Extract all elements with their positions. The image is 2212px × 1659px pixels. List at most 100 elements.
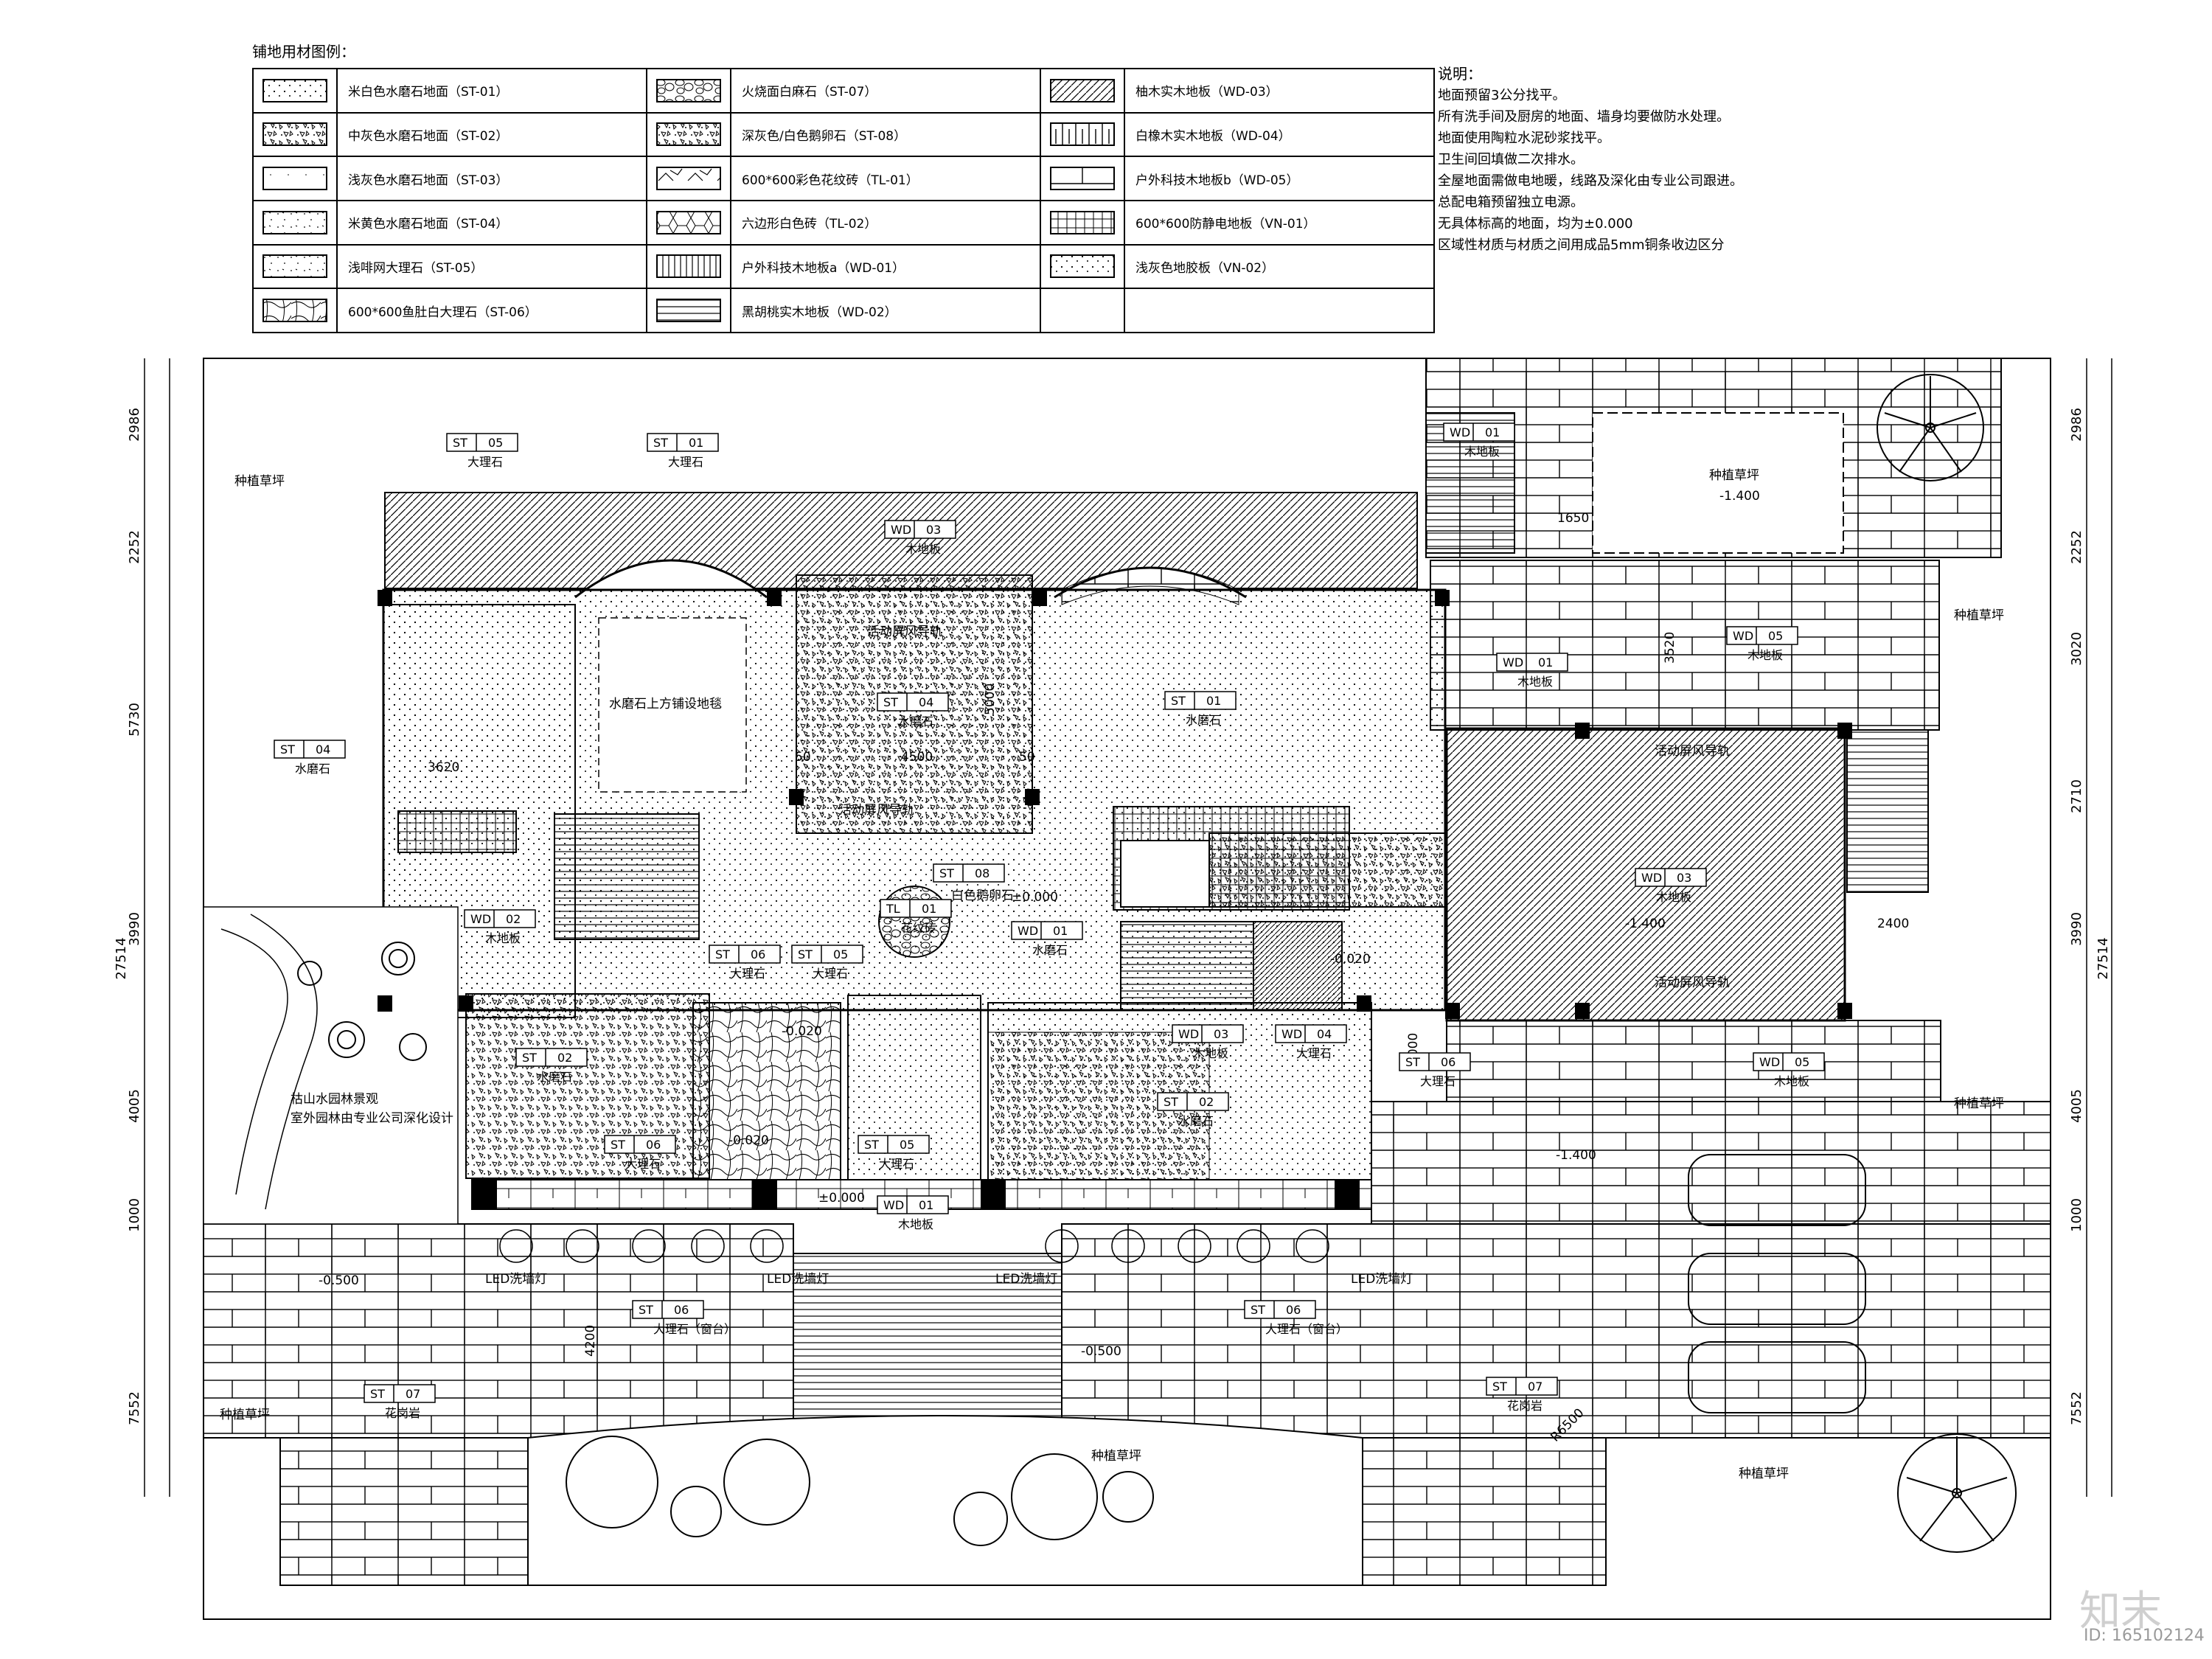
- tag-number: 05: [488, 436, 503, 450]
- car: [1688, 1341, 1866, 1413]
- legend-swatch-cell: [1040, 156, 1125, 201]
- dim-label: 5730: [127, 703, 142, 737]
- tag-label: 大理石（窗台）: [1265, 1322, 1348, 1336]
- tag-code: ST: [1164, 1095, 1178, 1109]
- area-label: 种植草坪: [1091, 1449, 1141, 1464]
- legend-swatch-cell: [646, 111, 731, 158]
- area-label: 种植草坪: [1709, 468, 1759, 483]
- tag-code: WD: [883, 1198, 904, 1212]
- dim-label: 1000: [2069, 1198, 2084, 1232]
- garden-sand-ripple: [220, 914, 318, 1210]
- area-label: -1.400: [1556, 1148, 1596, 1163]
- area-label: 活动屏风导轨: [839, 803, 914, 818]
- tag-number: 05: [833, 947, 848, 961]
- tag-number: 01: [1538, 655, 1553, 669]
- tag-number: 04: [1317, 1027, 1332, 1041]
- legend-swatch: [656, 78, 721, 102]
- tag-code: WD: [891, 523, 911, 537]
- tag-number: 04: [316, 742, 330, 757]
- tag-code: WD: [1018, 924, 1038, 938]
- left-arch: [574, 559, 768, 599]
- left-stair: [554, 813, 700, 940]
- front-paving-right: [1061, 1223, 2051, 1439]
- right-deck-upper: [1430, 560, 1940, 731]
- tag-label: 大理石: [813, 967, 848, 981]
- right-wing-stair: [1846, 729, 1929, 893]
- area-labels: 种植草坪 种植草坪 -1.400 种植草坪 种植草坪 种植草坪 种植草坪 种植草…: [220, 468, 2004, 1481]
- shrub-row: [499, 1229, 1329, 1263]
- tag-label: 水磨石: [898, 714, 933, 728]
- watermark-logo: 知末: [2079, 1587, 2162, 1635]
- area-label: -1.400: [1719, 489, 1760, 504]
- right-stair-2: [1253, 921, 1343, 1011]
- area-label: 活动屏风导轨: [1655, 975, 1730, 990]
- tag-label: 木地板: [1774, 1074, 1809, 1088]
- dim-label: 2986: [2069, 408, 2084, 442]
- garden-rock: [337, 1030, 356, 1049]
- car: [1688, 1154, 1866, 1226]
- note-line: 总配电箱预留独立电源。: [1438, 195, 1584, 210]
- area-label: LED洗墙灯: [995, 1272, 1057, 1287]
- tag-label: 大理石: [668, 455, 703, 469]
- note-line: 地面预留3公分找平。: [1438, 88, 1566, 103]
- garden-rock: [399, 1033, 427, 1061]
- legend-swatch-cell: [1040, 199, 1125, 246]
- tree-top-right: [1877, 374, 1984, 481]
- tag-label: 木地板: [485, 931, 521, 945]
- legend-label: 六边形白色砖（TL-02）: [730, 199, 1041, 246]
- front-walk-right: [1362, 1437, 1607, 1586]
- area-label: ±0.000: [818, 1191, 865, 1206]
- tag-number: 07: [1528, 1380, 1543, 1394]
- legend-label: 深灰色/白色鹅卵石（ST-08）: [730, 111, 1041, 158]
- area-label: 种植草坪: [1739, 1467, 1789, 1481]
- tag-number: 02: [506, 912, 521, 926]
- right-dimension-labels: 2986 2252 3020 2710 3990 27514 4005 1000…: [2069, 408, 2111, 1425]
- dim-label: 7552: [2069, 1391, 2084, 1425]
- area-label: LED洗墙灯: [1351, 1272, 1413, 1287]
- legend-row: 浅灰色水磨石地面（ST-03）600*600彩色花纹砖（TL-01）户外科技木地…: [252, 156, 1435, 201]
- tree-bottom-mid: [566, 1436, 1154, 1546]
- legend-swatch: [1050, 122, 1115, 147]
- legend-label: 火烧面白麻石（ST-07）: [730, 68, 1041, 114]
- legend-label: 600*600彩色花纹砖（TL-01）: [730, 156, 1041, 201]
- area-label: 种植草坪: [220, 1408, 270, 1422]
- legend-row: 600*600鱼肚白大理石（ST-06）黑胡桃实木地板（WD-02）: [252, 288, 1435, 333]
- legend-label: 户外科技木地板a（WD-01）: [730, 243, 1041, 290]
- legend-swatch-cell: [1040, 243, 1125, 290]
- tag-code: ST: [453, 436, 467, 450]
- legend-swatch-cell: [252, 199, 338, 246]
- tag-code: TL: [886, 902, 900, 916]
- dim-label: 2986: [127, 408, 142, 442]
- tag-label: 水磨石: [1186, 713, 1221, 727]
- garden-rock: [381, 942, 415, 975]
- garden-rock: [328, 1021, 365, 1058]
- legend-swatch-cell: [252, 156, 338, 201]
- legend-label: 浅灰色水磨石地面（ST-03）: [336, 156, 647, 201]
- legend-swatch: [1050, 254, 1115, 279]
- watermark-id: ID: 165102124: [2084, 1627, 2205, 1645]
- tag-code: ST: [639, 1303, 653, 1317]
- area-label: LED洗墙灯: [485, 1272, 547, 1287]
- tag-label: 木地板: [1193, 1046, 1228, 1060]
- legend-swatch-cell: [252, 111, 338, 158]
- notes-block: 说明： 地面预留3公分找平。 所有洗手间及厨房的地面、墙身均要做防水处理。 地面…: [1438, 63, 1743, 256]
- tag-label: 木地板: [1464, 445, 1500, 459]
- tag-number: 05: [1768, 629, 1783, 643]
- top-terrace-deck: [384, 492, 1418, 589]
- tag-code: ST: [1171, 694, 1186, 708]
- tag-code: ST: [883, 695, 898, 709]
- area-label: -1.400: [1625, 917, 1666, 931]
- tag-label: 木地板: [1656, 890, 1691, 904]
- legend-swatch-cell: [646, 288, 731, 333]
- area-label: 1650: [1557, 511, 1589, 526]
- legend-label: 米黄色水磨石地面（ST-04）: [336, 199, 647, 246]
- right-deck-lower: [1446, 1020, 1941, 1102]
- legend-label: 米白色水磨石地面（ST-01）: [336, 68, 647, 114]
